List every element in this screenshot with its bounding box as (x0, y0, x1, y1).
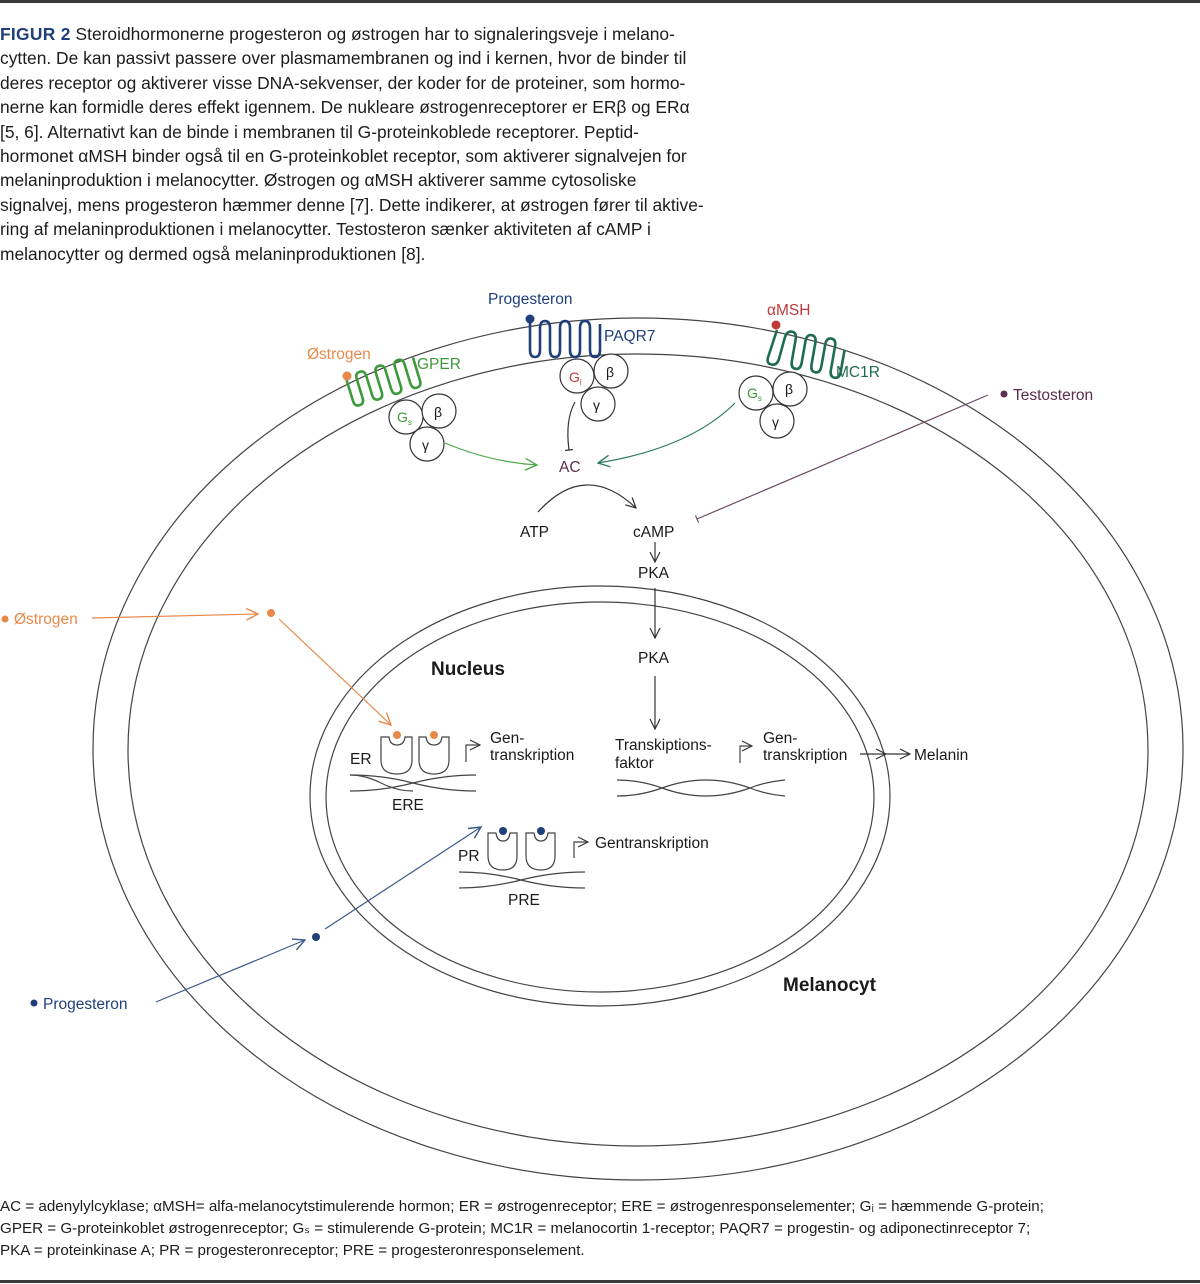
caption-line-1: FIGUR 2 Steroidhormonerne progesteron og… (0, 24, 675, 44)
footnote-line-1: AC = adenylylcyklase; αMSH= alfa-melanoc… (0, 1198, 1044, 1215)
pka-cytosol-label: PKA (638, 565, 670, 582)
caption-line-4: nerne kan formidle deres effekt igennem.… (0, 97, 690, 118)
estrogen-entry-arrow (91, 614, 258, 618)
caption-line-5: [5, 6]. Alternativt kan de binde i membr… (0, 121, 639, 142)
caption-line-7: melaninproduktion i melanocytter. Østrog… (0, 170, 637, 191)
testosterone-label: Testosteron (1013, 387, 1093, 404)
svg-text:β: β (785, 381, 793, 397)
er-gentranskription-line1: Gen- (490, 730, 524, 747)
svg-text:γ: γ (593, 397, 600, 413)
abbreviations-footnote: AC = adenylylcyklase; αMSH= alfa-melanoc… (0, 1196, 1200, 1262)
progesterone-external-label: Progesteron (43, 996, 127, 1013)
estrogen-cytosol-dot (267, 609, 275, 617)
g-protein-gs-gper: Gs β γ (388, 393, 457, 462)
estrogen-membrane-label: Østrogen (307, 346, 371, 363)
svg-text:β: β (606, 364, 614, 380)
ere-dna-helix (349, 774, 477, 792)
progesterone-external-dot (30, 999, 38, 1007)
er-gentranskription-line2: transkription (490, 747, 574, 764)
paqr7-receptor (528, 319, 602, 359)
cell-membrane-inner (127, 353, 1149, 1147)
caption-line-9: ring af melaninproduktionen i melanocytt… (0, 219, 651, 240)
ere-label: ERE (392, 797, 424, 814)
amsh-ligand-dot (771, 320, 781, 330)
caption-line-2: cytten. De kan passivt passere over plas… (0, 48, 687, 69)
testosterone-to-camp-inhibition (694, 394, 989, 523)
tf-transcription-start-arrow (739, 746, 752, 763)
pre-dna-helix (458, 871, 586, 889)
caption-line-3: deres receptor og aktiverer visse DNA-se… (0, 72, 686, 93)
g-protein-gi-paqr7: Gi β γ (559, 353, 629, 422)
caption-line-8: signalvej, mens progesteron hæmmer denne… (0, 194, 704, 215)
atp-label: ATP (520, 524, 549, 541)
nucleus-title: Nucleus (431, 659, 505, 680)
caption-line-6: hormonet αMSH binder også til en G-prote… (0, 146, 687, 167)
estrogen-external-label: Østrogen (14, 611, 78, 628)
camp-label: cAMP (633, 524, 674, 541)
figure-label: FIGUR 2 (0, 24, 71, 44)
progesterone-to-pr-arrow (324, 827, 481, 930)
mc1r-receptor (766, 329, 846, 380)
tf-label-line2: faktor (615, 755, 654, 772)
estrogen-ligand-dot (342, 371, 352, 381)
nucleus-membrane-outer (309, 585, 891, 1007)
er-transcription-start-arrow (465, 745, 480, 762)
ac-label: AC (559, 459, 581, 476)
g-protein-gs-mc1r: Gs β γ (738, 371, 808, 439)
svg-text:γ: γ (772, 414, 779, 430)
tf-gentranskription-line1: Gen- (763, 730, 797, 747)
gi-to-ac-inhibition (564, 401, 576, 452)
caption-line-10: melanocytter og dermed også melaninprodu… (0, 243, 426, 264)
pr-label: PR (458, 848, 480, 865)
pr-gentranskription-label: Gentranskription (595, 835, 709, 852)
gper-label: GPER (417, 356, 461, 373)
tf-gentranskription-line2: transkription (763, 747, 847, 764)
progesterone-receptor-dimer (487, 827, 556, 871)
paqr7-label: PAQR7 (604, 328, 655, 345)
figure-caption: FIGUR 2 Steroidhormonerne progesteron og… (0, 22, 840, 266)
progesterone-ligand-dot (525, 314, 535, 324)
gs-gper-to-ac-arrow (444, 442, 537, 465)
svg-text:β: β (434, 404, 442, 420)
pr-transcription-start-arrow (573, 842, 588, 858)
gper-receptor (344, 357, 422, 407)
estrogen-receptor-dimer (380, 731, 450, 775)
pre-label: PRE (508, 892, 540, 909)
atp-to-camp-arrow (537, 484, 636, 513)
bottom-rule (0, 1280, 1200, 1283)
tf-label-line1: Transkiptions- (615, 737, 712, 754)
er-label: ER (350, 751, 372, 768)
nucleus-membrane-inner (325, 601, 875, 993)
svg-text:Gs: Gs (397, 409, 412, 427)
footnote-line-3: PKA = proteinkinase A; PR = progesteronr… (0, 1242, 585, 1259)
svg-text:Gi: Gi (569, 369, 582, 387)
progesterone-entry-arrow (155, 940, 305, 1003)
cell-membrane-outer (92, 317, 1184, 1181)
mc1r-label: MC1R (836, 364, 880, 381)
svg-text:Gs: Gs (747, 385, 762, 403)
progesterone-membrane-label: Progesteron (488, 291, 572, 308)
progesterone-cytosol-dot (312, 933, 320, 941)
melanin-label: Melanin (914, 747, 968, 764)
svg-text:γ: γ (422, 437, 429, 453)
top-rule (0, 0, 1200, 3)
estrogen-external-dot (1, 615, 9, 623)
tf-dna-helix (616, 779, 786, 797)
amsh-label: αMSH (767, 302, 810, 319)
footnote-line-2: GPER = G-proteinkoblet østrogenreceptor;… (0, 1220, 1031, 1237)
gs-mc1r-to-ac-arrow (598, 402, 736, 463)
testosterone-dot (1000, 390, 1008, 398)
melanocyte-title: Melanocyt (783, 975, 877, 996)
estrogen-to-er-arrow (278, 618, 391, 725)
pka-nucleus-label: PKA (638, 650, 670, 667)
